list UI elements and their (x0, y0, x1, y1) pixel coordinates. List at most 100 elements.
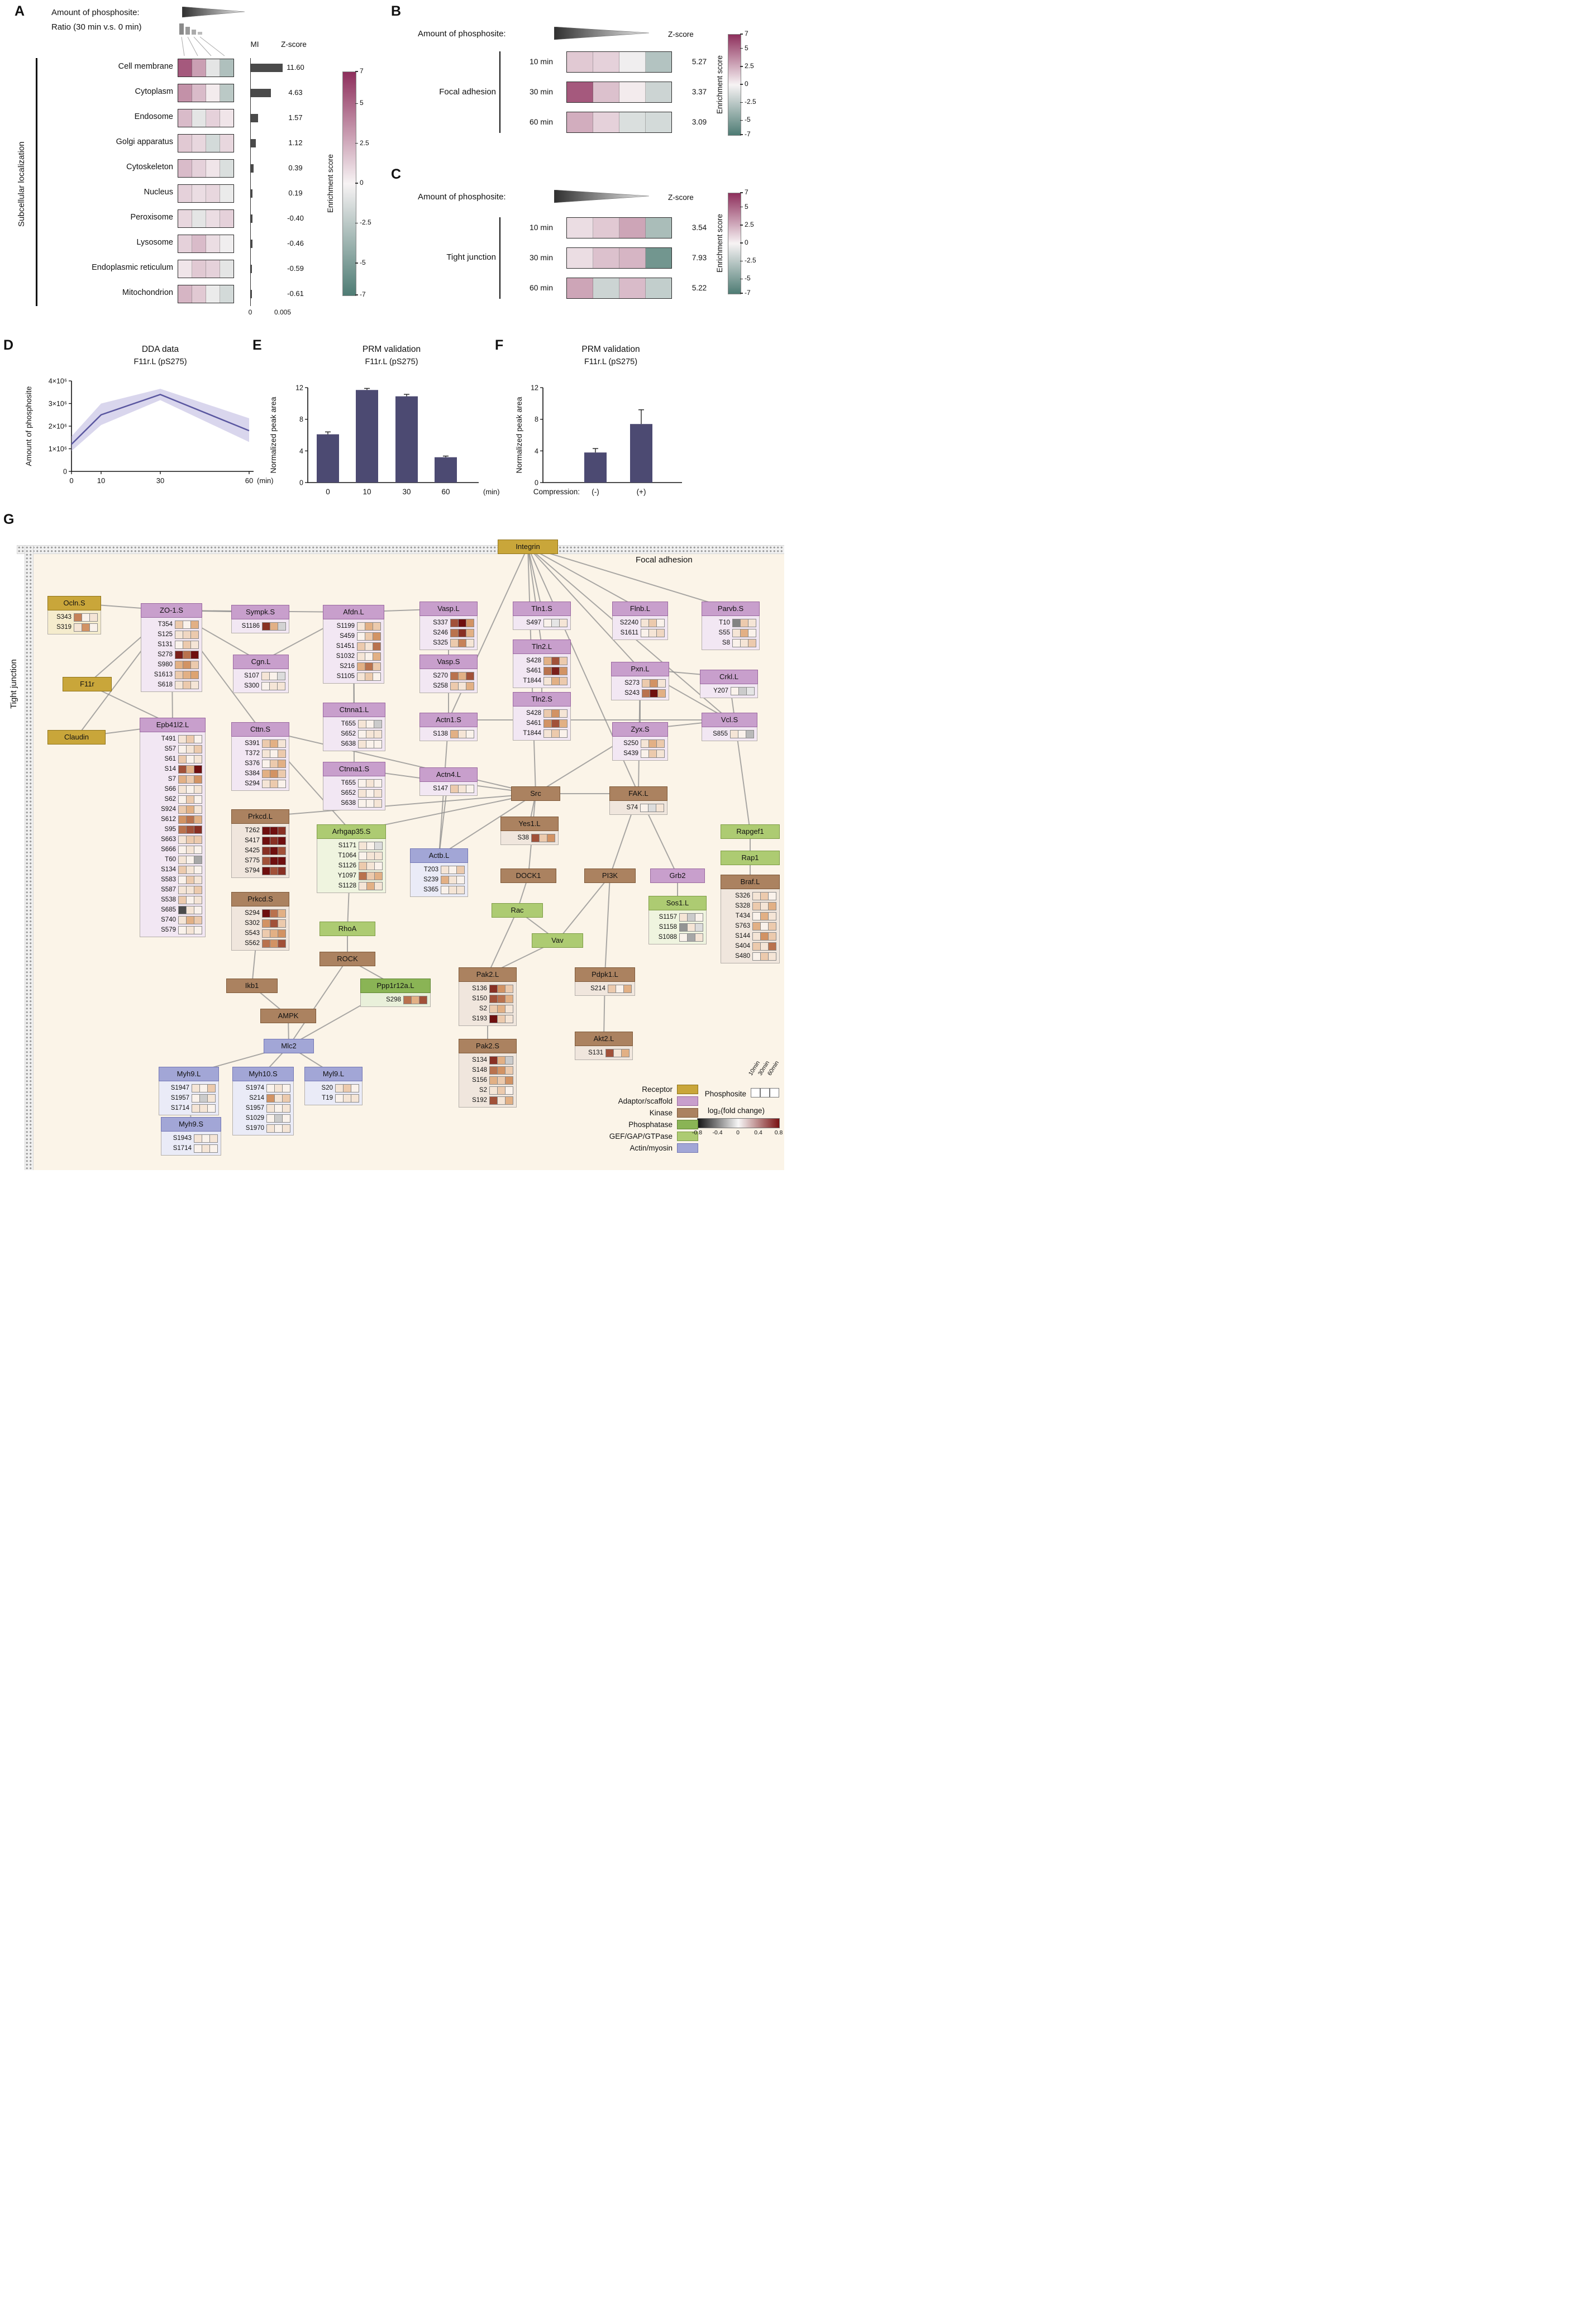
site-cell (278, 919, 286, 928)
site-row: T491 (142, 734, 202, 744)
site-cell (282, 1094, 290, 1103)
colorbar-tick (355, 142, 358, 144)
node-src: Src (511, 786, 560, 801)
site-cell (641, 739, 649, 748)
site-cell (559, 719, 567, 728)
heatmap-cell (192, 210, 206, 227)
site-heatmap (266, 1084, 290, 1092)
site-cell (748, 618, 756, 627)
site-cell (266, 1084, 275, 1092)
heatmap-cell (220, 210, 233, 227)
site-cell (760, 932, 769, 941)
site-row: S319 (50, 622, 98, 632)
site-cell (559, 618, 567, 627)
site-cell (262, 749, 270, 758)
site-cell (543, 656, 552, 665)
panel-b-label: B (391, 3, 402, 19)
site-row: S666 (142, 844, 202, 855)
site-cell (178, 805, 187, 814)
site-cell (505, 1004, 513, 1013)
site-heatmap (175, 620, 199, 629)
site-cell (190, 660, 199, 669)
site-label: S107 (244, 672, 259, 679)
site-cell (194, 825, 202, 834)
site-cell (357, 632, 365, 641)
site-row: S384 (233, 769, 286, 779)
site-row: S1611 (614, 628, 665, 638)
site-row: S125 (143, 629, 199, 640)
heatmap-cell (178, 160, 192, 177)
legend-category-label: Phosphatase (628, 1120, 673, 1129)
node-claudin: Claudin (47, 730, 106, 745)
site-cell (186, 815, 194, 824)
site-label: S663 (161, 836, 176, 843)
site-cell (178, 734, 187, 743)
site-cell (551, 719, 560, 728)
colorbar-tick (740, 102, 743, 103)
site-cell (262, 779, 270, 788)
site-cell (650, 689, 658, 698)
site-cell (648, 618, 657, 627)
site-label: S273 (624, 680, 640, 686)
site-heatmap (262, 749, 286, 758)
site-label: S61 (164, 756, 176, 762)
site-cell (458, 628, 466, 637)
heatmap-cell (619, 248, 646, 268)
site-row: S258 (422, 681, 474, 691)
site-label: S579 (161, 927, 176, 933)
heatmap (178, 285, 234, 303)
svg-text:30: 30 (156, 476, 164, 485)
mi-bar (251, 64, 283, 72)
site-heatmap (679, 913, 703, 922)
site-cell (270, 739, 278, 748)
site-label: S439 (623, 750, 638, 757)
site-label: S214 (590, 985, 605, 992)
svg-text:F11r.L (pS275): F11r.L (pS275) (584, 357, 637, 366)
heatmap-cell (220, 135, 233, 152)
site-heatmap (262, 909, 286, 918)
site-row: S243 (613, 688, 666, 698)
svg-text:30: 30 (402, 488, 411, 496)
site-label: S652 (341, 790, 356, 796)
svg-text:PRM validation: PRM validation (363, 345, 421, 354)
site-cell (261, 681, 270, 690)
site-cell (351, 1094, 359, 1103)
site-heatmap (450, 784, 474, 793)
heatmap-cell (206, 185, 220, 202)
site-row: S2 (461, 1085, 513, 1095)
site-label: S855 (713, 731, 728, 737)
site-cell (335, 1094, 344, 1103)
site-row: S497 (515, 618, 567, 628)
site-heatmap (262, 939, 286, 948)
site-heatmap (359, 861, 383, 870)
site-label: S1970 (245, 1125, 264, 1132)
site-heatmap (642, 679, 666, 688)
site-heatmap (175, 680, 199, 689)
site-label: S562 (245, 940, 260, 947)
site-label: S497 (526, 619, 541, 626)
site-row: S14 (142, 764, 202, 774)
site-heatmap (752, 932, 776, 941)
localization-name: Cell membrane (118, 62, 173, 71)
site-cell (374, 719, 382, 728)
heatmap-cell (178, 260, 192, 278)
mi-axis-tick: 0.005 (274, 308, 292, 316)
edge-integrin-parvbs (527, 546, 731, 609)
site-row: S1128 (319, 881, 383, 891)
site-heatmap (357, 652, 381, 661)
heatmap-cell (192, 59, 206, 77)
site-label: S138 (433, 731, 448, 737)
svg-text:12: 12 (531, 384, 538, 392)
zscore-value: -0.61 (287, 289, 304, 298)
site-cell (497, 1086, 505, 1095)
heatmap-cell (192, 84, 206, 102)
site-cell (450, 638, 459, 647)
site-cell (450, 628, 459, 637)
